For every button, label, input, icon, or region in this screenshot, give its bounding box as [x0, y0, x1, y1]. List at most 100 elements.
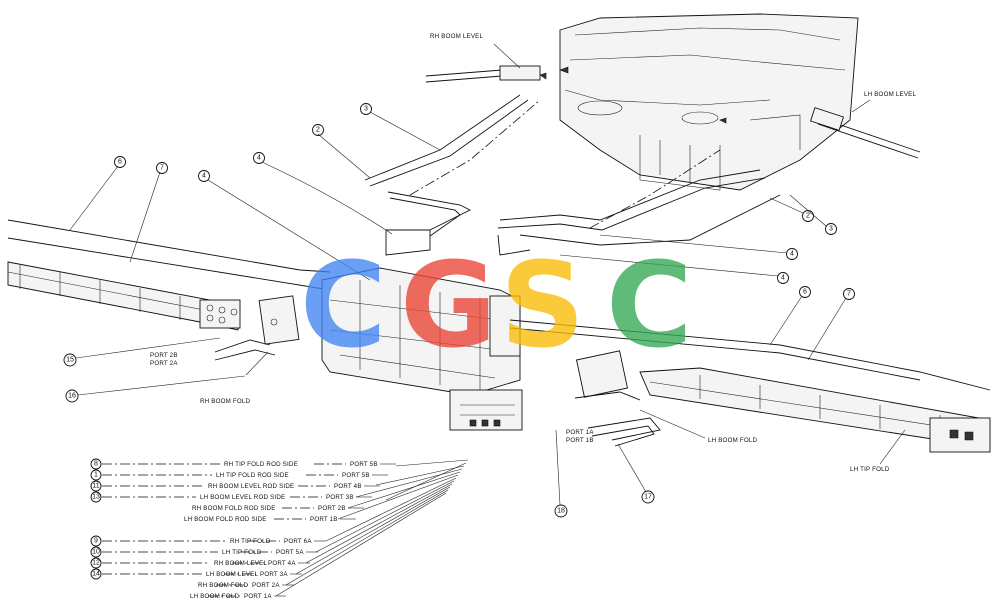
- hose-number-bubble: [90, 480, 102, 492]
- hose-number-bubble: [90, 458, 102, 470]
- svg-text:18: 18: [557, 508, 565, 515]
- hose-name: RH BOOM FOLD ROD SIDE: [192, 505, 276, 512]
- port-label: PORT 5A: [276, 549, 304, 556]
- label-lh-boom-fold: LH BOOM FOLD: [708, 437, 757, 444]
- port-label: PORT 2B: [318, 505, 346, 512]
- callout-3-right: 3: [789, 194, 837, 235]
- hose-number: 10: [92, 549, 100, 556]
- label-port-1a: PORT 1A: [566, 429, 594, 436]
- svg-text:7: 7: [847, 291, 851, 298]
- hose-name: LH TIP FOLD: [222, 549, 262, 556]
- lh-boom-level-cylinder: [810, 107, 921, 159]
- callout-4-right-a: 4: [599, 234, 798, 260]
- label-rh-boom-level: RH BOOM LEVEL: [430, 33, 484, 40]
- callout-15: 15: [63, 337, 221, 367]
- hose-name: LH BOOM FOLD ROD SIDE: [184, 516, 267, 523]
- hose-name: LH TIP FOLD ROD SIDE: [216, 472, 289, 479]
- watermark-letter: C: [606, 236, 693, 374]
- port-label: PORT 5B: [342, 472, 370, 479]
- svg-text:16: 16: [68, 393, 76, 400]
- hose-number-bubble: [90, 568, 102, 580]
- callout-2-upper: 2: [312, 124, 371, 179]
- port-label: PORT 3A: [260, 571, 288, 578]
- watermark-letter: C: [300, 236, 387, 374]
- port-label: PORT 4A: [268, 560, 296, 567]
- label-rh-boom-fold: RH BOOM FOLD: [200, 398, 251, 405]
- svg-text:4: 4: [202, 173, 206, 180]
- hose-name: LH BOOM LEVEL: [206, 571, 258, 578]
- hose-name: RH TIP FOLD ROD SIDE: [224, 461, 298, 468]
- center-manifold-frame: [258, 267, 523, 431]
- right-boom-tube: [639, 367, 991, 453]
- left-boom-tube: [7, 261, 241, 331]
- hose-number: 1: [94, 472, 98, 479]
- hose-number: 14: [92, 571, 100, 578]
- svg-text:2: 2: [806, 213, 810, 220]
- svg-text:17: 17: [644, 494, 652, 501]
- callout-6-left: 6: [69, 156, 126, 231]
- svg-text:2: 2: [316, 127, 320, 134]
- port-label: PORT 4B: [334, 483, 362, 490]
- hose-name: RH BOOM LEVEL: [214, 560, 268, 567]
- port-label: PORT 2A: [252, 582, 280, 589]
- svg-text:6: 6: [118, 159, 122, 166]
- hose-number-bubble: [90, 557, 102, 569]
- svg-text:3: 3: [364, 106, 368, 113]
- callout-17: 17: [617, 443, 655, 504]
- hose-name: RH BOOM LEVEL ROD SIDE: [208, 483, 294, 490]
- svg-text:7: 7: [160, 165, 164, 172]
- hose-number-bubble: [90, 546, 102, 558]
- label-lh-boom-level: LH BOOM LEVEL: [864, 91, 916, 98]
- hose-table-row: LH BOOM FOLD ROD SIDE PORT 1B: [184, 516, 356, 523]
- center-frame-assembly: [539, 13, 859, 191]
- callout-18: 18: [554, 429, 568, 518]
- port-label: PORT 6A: [284, 538, 312, 545]
- callout-3-upper: 3: [360, 103, 441, 151]
- callout-6-right: 6: [769, 286, 811, 346]
- callout-7-right: 7: [807, 288, 855, 361]
- callout-4-upper-b: 4: [198, 170, 371, 281]
- label-lh-tip-fold: LH TIP FOLD: [850, 466, 890, 473]
- svg-text:6: 6: [803, 289, 807, 296]
- label-port-2b: PORT 2B: [150, 352, 178, 359]
- callout-4-upper-a: 4: [253, 152, 393, 235]
- hose-port-table: 8 RH TIP FOLD ROD SIDE PORT 5B 1 LH TIP FOLD…: [90, 458, 396, 600]
- svg-text:3: 3: [829, 226, 833, 233]
- label-port-2a: PORT 2A: [150, 360, 178, 367]
- watermark-letter: S: [500, 236, 585, 374]
- hose-bundle: [275, 459, 469, 597]
- hose-number-bubble: [90, 491, 102, 503]
- rh-boom-level-cylinder: [425, 65, 541, 83]
- callout-4-right-b: 4: [559, 254, 789, 284]
- hose-number-bubble: [90, 535, 102, 547]
- hose-name: LH BOOM LEVEL ROD SIDE: [200, 494, 285, 501]
- hose-number: 12: [92, 560, 100, 567]
- hose-number: 13: [92, 494, 100, 501]
- callout-7-left: 7: [129, 162, 168, 263]
- hose-table-row: RH BOOM FOLD ROD SIDE PORT 2B: [192, 505, 364, 512]
- svg-text:4: 4: [790, 251, 794, 258]
- hose-number-bubble: [90, 469, 102, 481]
- svg-text:15: 15: [66, 357, 74, 364]
- hose-number: 9: [94, 538, 98, 545]
- hose-table-row: 9 RH TIP FOLD PORT 6A: [90, 535, 326, 547]
- hose-number: 8: [94, 461, 98, 468]
- label-port-1b: PORT 1B: [566, 437, 594, 444]
- port-label: PORT 1A: [244, 593, 272, 600]
- svg-text:4: 4: [257, 155, 261, 162]
- hose-table-row: 1 LH TIP FOLD ROD SIDE PORT 5B: [90, 469, 388, 481]
- hose-name: RH TIP FOLD: [230, 538, 271, 545]
- watermark-letter: G: [400, 236, 497, 374]
- callout-16: 16: [65, 375, 246, 403]
- port-label: PORT 1B: [310, 516, 338, 523]
- svg-text:4: 4: [781, 275, 785, 282]
- hose-name: RH BOOM FOLD: [198, 582, 249, 589]
